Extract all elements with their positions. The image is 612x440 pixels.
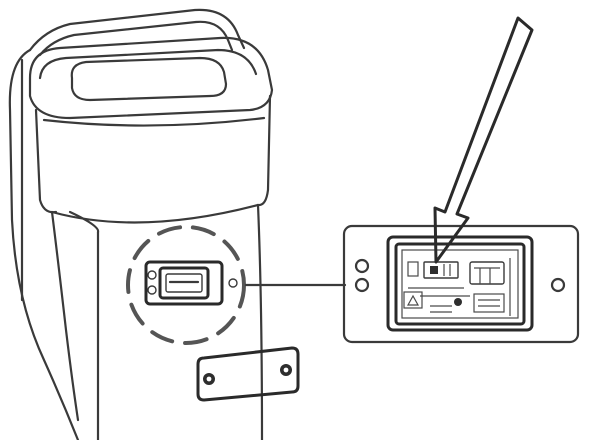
pointer-arrow bbox=[433, 16, 534, 264]
board-connector bbox=[469, 261, 505, 285]
device-lid bbox=[28, 36, 274, 120]
callout-hole-right bbox=[550, 277, 566, 293]
port-plate bbox=[144, 260, 224, 306]
zoom-highlight-circle bbox=[126, 225, 246, 345]
device-handle bbox=[28, 8, 246, 52]
circuit-board bbox=[401, 249, 519, 319]
callout-hole-left-bottom bbox=[354, 277, 370, 293]
device-body bbox=[8, 8, 274, 440]
device-outline-left bbox=[8, 48, 80, 440]
dip-switch bbox=[423, 261, 459, 279]
device-usb-port bbox=[144, 260, 238, 306]
port-screw-left bbox=[147, 270, 157, 280]
callout-hole-left-top bbox=[354, 258, 370, 274]
callout-port-housing bbox=[386, 235, 534, 332]
port-cover-plate bbox=[196, 346, 300, 402]
warning-icon bbox=[406, 294, 420, 306]
device-lid-window bbox=[70, 56, 228, 102]
zoom-callout bbox=[342, 224, 580, 344]
port-screw-right bbox=[228, 278, 238, 288]
usb-socket bbox=[158, 266, 210, 300]
